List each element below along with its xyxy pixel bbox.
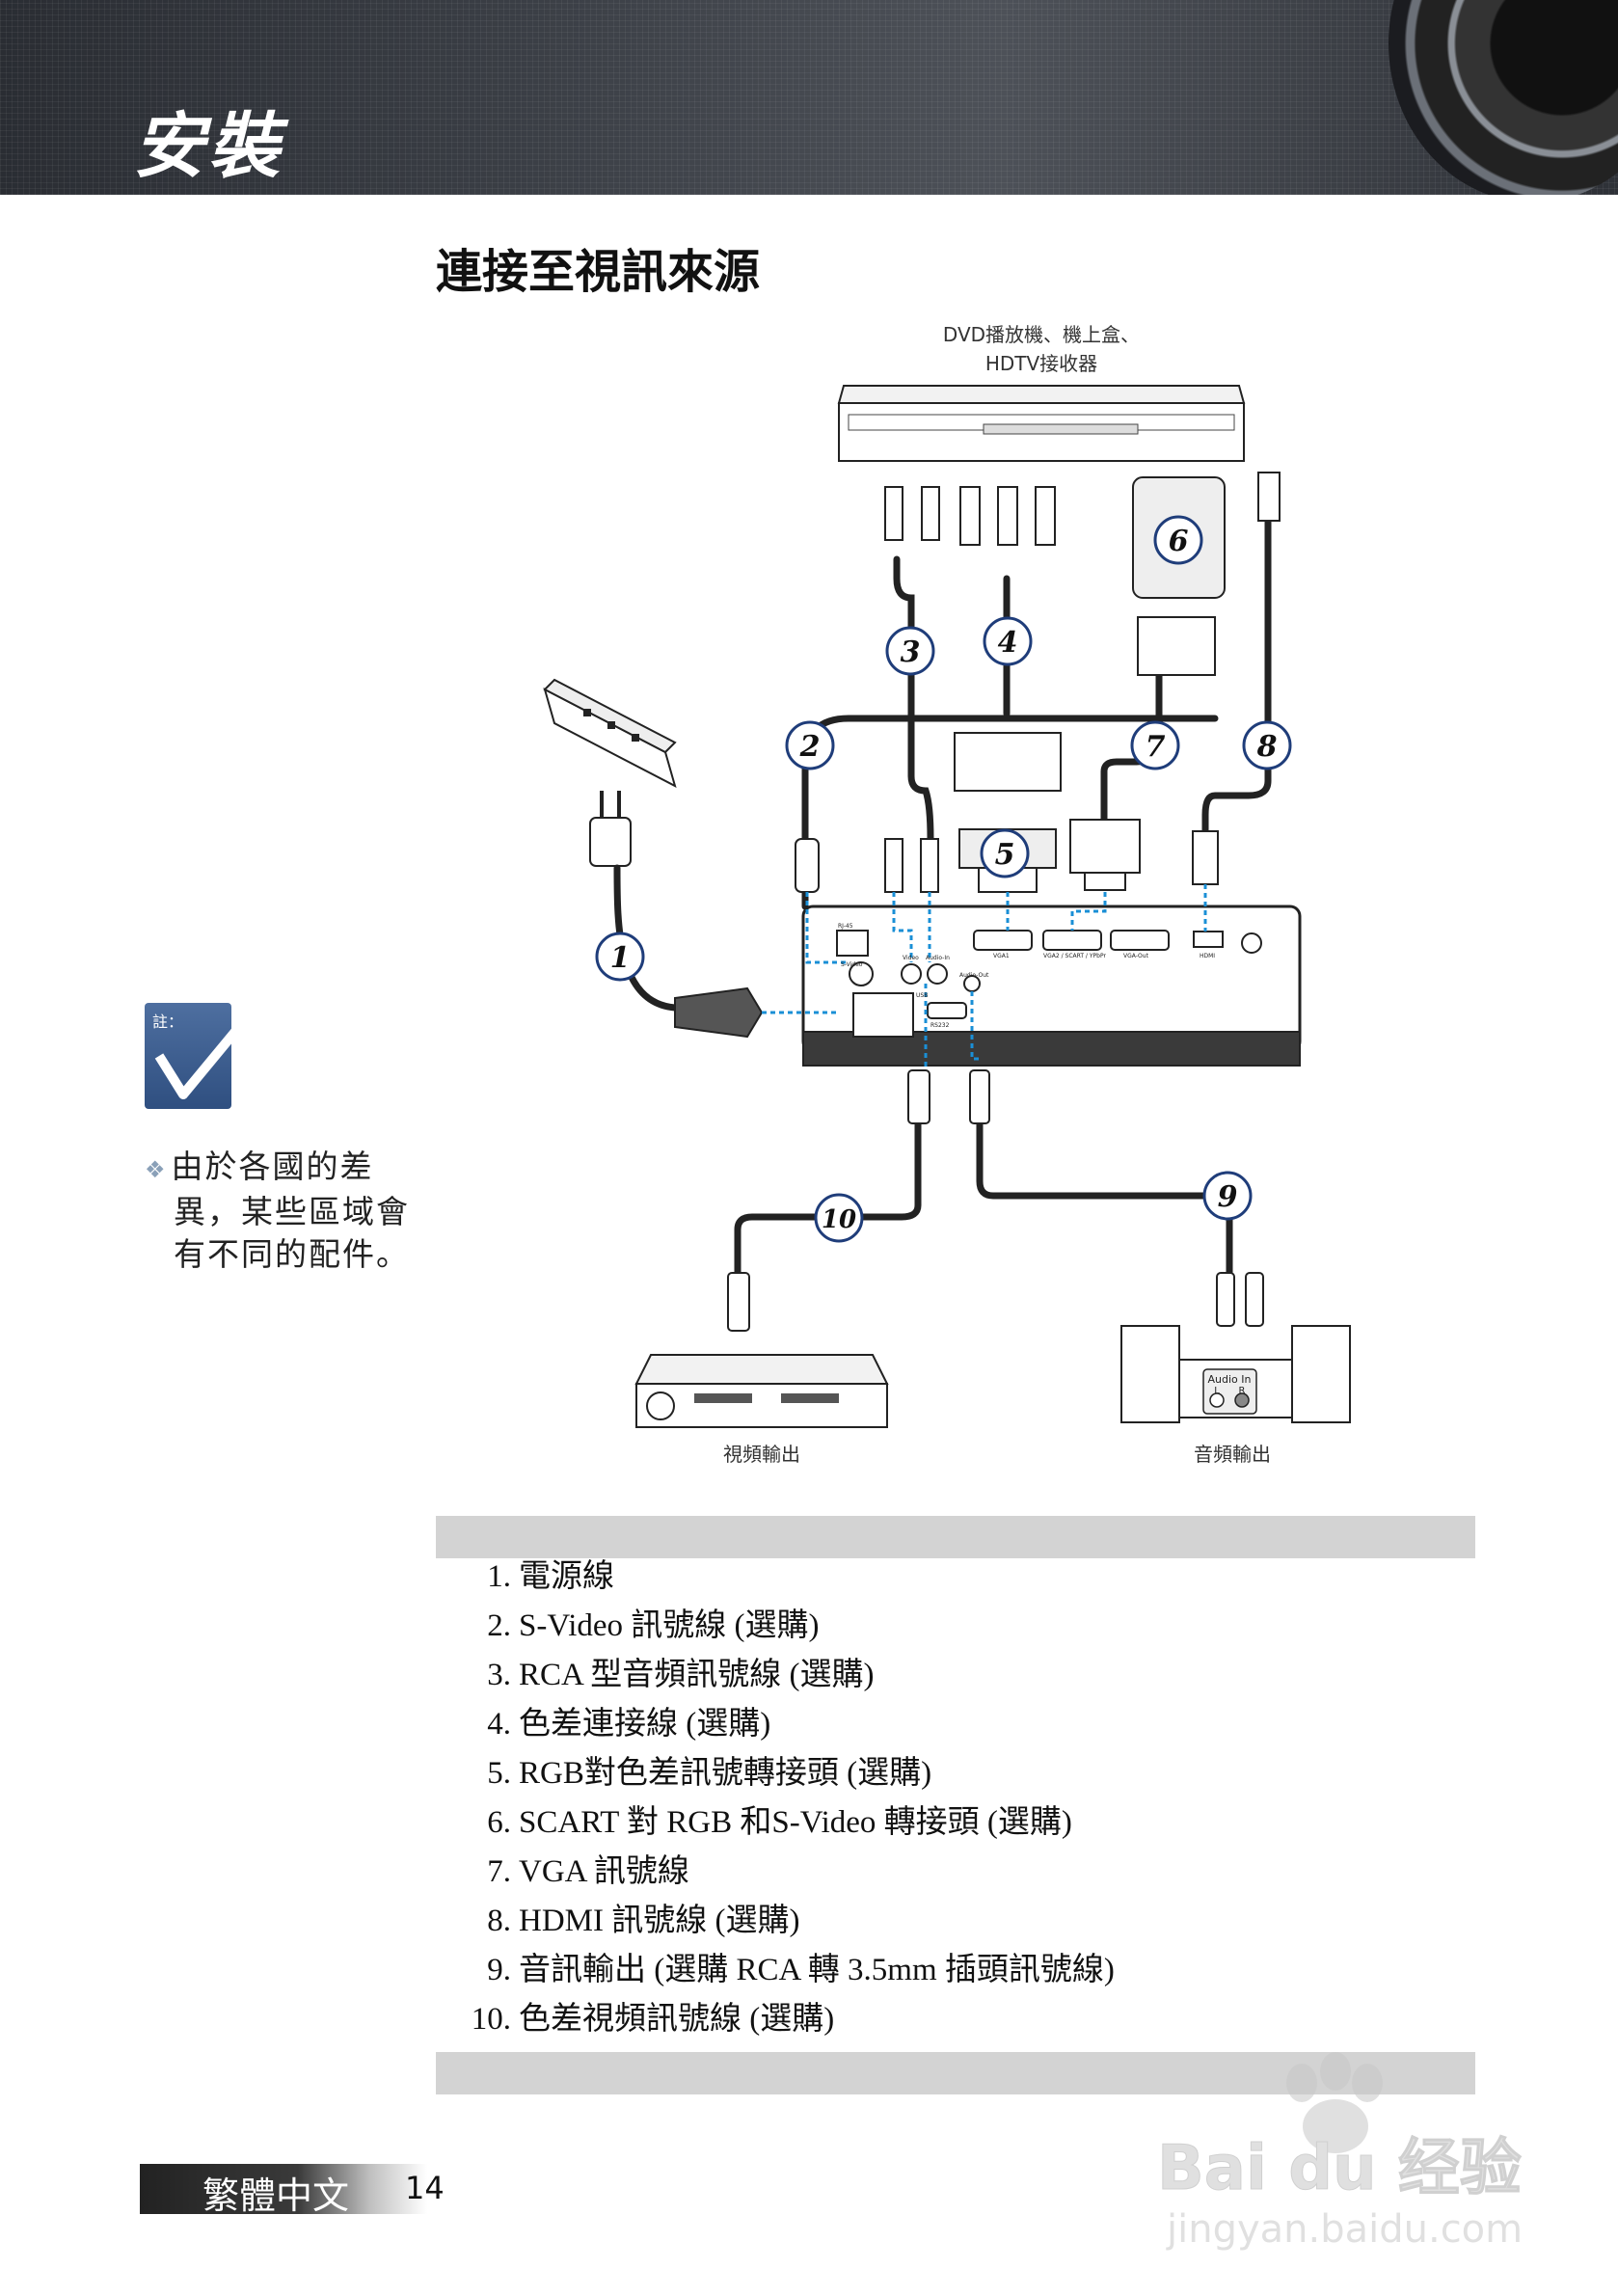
port-label: S-Video	[841, 961, 863, 968]
footer-language: 繁體中文	[202, 2174, 350, 2217]
port-label: RJ-45	[838, 923, 853, 930]
projector-port-labels: RJ-45 S-Video Video Audio-In VGA1 VGA2 /…	[838, 923, 1215, 1029]
port-label: Video	[903, 955, 919, 961]
port-label: RS232	[930, 1022, 950, 1029]
vga-connector-icon	[1069, 819, 1141, 891]
checkmark-icon	[154, 1007, 256, 1099]
note-line-2: 異，某些區域會	[174, 1193, 410, 1230]
header-title: 安裝	[133, 105, 283, 188]
callout-1: 1	[595, 932, 645, 982]
note-text: ❖由於各國的差 異，某些區域會 有不同的配件。	[145, 1146, 434, 1276]
callout-2: 2	[785, 720, 835, 770]
port-label: VGA2 / SCART / YPbPr	[1043, 953, 1106, 959]
paw-logo-icon	[1286, 2052, 1383, 2153]
svg-text:8: 8	[1256, 730, 1278, 764]
callout-5: 5	[980, 828, 1030, 878]
connection-leader-lines	[762, 884, 1207, 1070]
power-cord-plug-icon	[674, 986, 764, 1039]
power-plug-icon	[589, 791, 632, 867]
diamond-bullet-icon: ❖	[145, 1156, 168, 1183]
note-check-icon: 註：	[145, 1003, 256, 1109]
list-item: 8.HDMI 訊號線 (選購)	[487, 1904, 800, 1938]
watermark-brand: Bai du 经验	[1157, 2133, 1522, 2204]
list-item: 4.色差連接線 (選購)	[487, 1707, 771, 1742]
source-label-line1: DVD播放機、機上盒、	[943, 323, 1140, 346]
callout-6: 6	[1153, 515, 1203, 565]
callout-4: 4	[983, 616, 1033, 666]
callout-3: 3	[885, 626, 935, 676]
note-line-3: 有不同的配件。	[174, 1235, 410, 1273]
dvd-player-icon	[837, 385, 1246, 462]
footer-tab	[140, 2164, 427, 2214]
list-item: 2.S-Video 訊號線 (選購)	[487, 1608, 820, 1643]
port-label: HDMI	[1200, 953, 1215, 959]
svg-text:6: 6	[1169, 525, 1189, 558]
page-number: 14	[405, 2170, 445, 2206]
svg-text:3: 3	[901, 635, 921, 669]
connection-diagram: DVD播放機、機上盒、 HDTV接收器	[543, 323, 1351, 1466]
bottom-connectors-icons	[727, 1069, 1264, 1332]
section-title: 連接至視訊來源	[436, 245, 761, 299]
callout-9: 9	[1202, 1171, 1253, 1221]
callout-8: 8	[1242, 720, 1292, 770]
note-tag: 註：	[152, 1013, 184, 1031]
svg-text:1: 1	[610, 941, 631, 975]
rgb-component-adapter-icon	[954, 732, 1062, 893]
note-line-1: 由於各國的差	[171, 1148, 374, 1185]
page-header: 安裝	[0, 0, 1618, 195]
baidu-watermark: Bai du 经验 jingyan.baidu.com	[1157, 2052, 1523, 2252]
svg-text:2: 2	[799, 730, 821, 764]
port-label: VGA1	[993, 953, 1010, 959]
video-output-device-icon	[634, 1354, 889, 1428]
watermark-url: jingyan.baidu.com	[1166, 2207, 1523, 2252]
note-callout: 註： ❖由於各國的差 異，某些區域會 有不同的配件。	[145, 1003, 434, 1276]
audio-in-label: Audio In	[1208, 1373, 1252, 1386]
callout-10: 10	[814, 1193, 864, 1243]
svideo-connector-icon	[795, 838, 820, 893]
power-strip-icon	[543, 678, 677, 788]
list-item: 7.VGA 訊號線	[487, 1854, 689, 1889]
list-item: 3.RCA 型音頻訊號線 (選購)	[487, 1658, 875, 1692]
audio-output-label: 音頻輸出	[1194, 1443, 1271, 1466]
svg-text:10: 10	[822, 1205, 856, 1234]
rca-pair-connector-icon	[884, 838, 939, 893]
list-top-bar	[436, 1516, 1475, 1558]
projector-icon	[801, 905, 1302, 1067]
list-item: 6.SCART 對 RGB 和S-Video 轉接頭 (選購)	[487, 1805, 1072, 1840]
audio-output-speakers-icon	[1120, 1325, 1351, 1423]
list-item: 5.RGB對色差訊號轉接頭 (選購)	[487, 1756, 932, 1791]
port-label: USB	[916, 992, 928, 999]
list-item: 10.色差視頻訊號線 (選購)	[471, 2002, 835, 2037]
svg-text:9: 9	[1218, 1180, 1238, 1214]
svg-text:4: 4	[998, 626, 1018, 660]
source-label-line2: HDTV接收器	[985, 352, 1097, 375]
port-label: Audio-Out	[959, 972, 989, 979]
rca-connectors-top	[884, 486, 1056, 546]
callout-badges: 1 2 3 4 5 6 7 8 9 10	[595, 515, 1292, 1243]
audio-r-label: R	[1239, 1386, 1246, 1396]
callout-7: 7	[1130, 720, 1180, 770]
svg-text:7: 7	[1146, 730, 1166, 764]
svg-text:5: 5	[995, 838, 1015, 872]
hdmi-connector-icon	[1257, 472, 1281, 522]
audio-l-label: L	[1214, 1386, 1220, 1396]
hdmi-connector-projector-icon	[1192, 830, 1219, 885]
cable-list: 1.電源線 2.S-Video 訊號線 (選購) 3.RCA 型音頻訊號線 (選…	[436, 1553, 1475, 2044]
list-item: 1.電源線	[487, 1559, 614, 1594]
video-output-label: 視頻輸出	[723, 1443, 800, 1466]
port-label: Audio-In	[926, 955, 950, 961]
list-item: 9.音訊輸出 (選購 RCA 轉 3.5mm 插頭訊號線)	[487, 1953, 1115, 1987]
port-label: VGA-Out	[1123, 953, 1149, 959]
scart-adapter-icon	[1132, 476, 1226, 676]
